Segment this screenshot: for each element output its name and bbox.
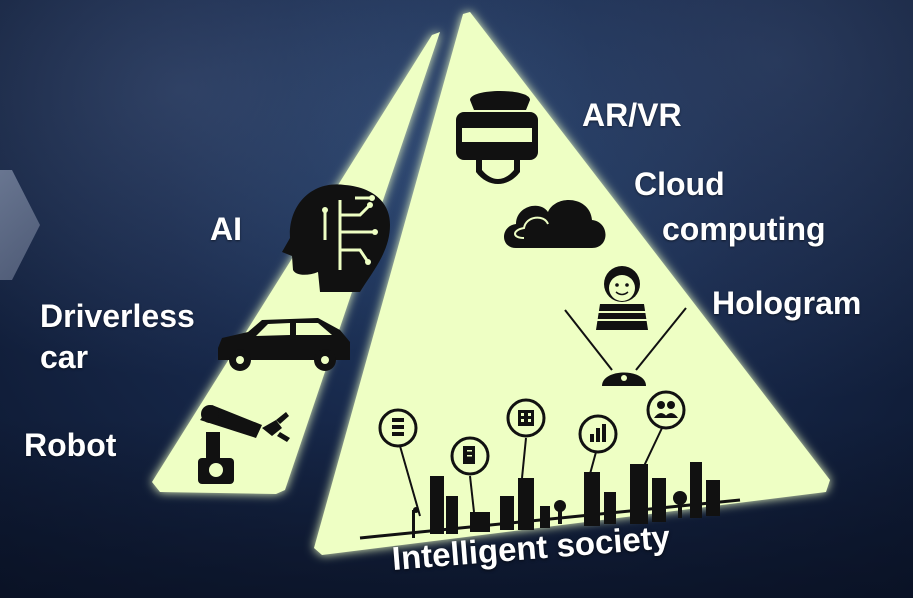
- car-icon: [218, 318, 350, 371]
- label-driverless-line1: Driverless: [40, 298, 195, 334]
- label-ai: AI: [210, 211, 242, 247]
- label-hologram: Hologram: [712, 285, 862, 321]
- label-cloud-line2: computing: [662, 211, 826, 247]
- hologram-icon: [564, 266, 687, 386]
- smart-city-icon: [359, 390, 741, 540]
- ai-head-icon: [282, 184, 390, 292]
- label-robot: Robot: [24, 427, 117, 463]
- label-cloud-line1: Cloud: [634, 166, 725, 202]
- large-triangle: [314, 12, 830, 555]
- robot-arm-icon: [198, 405, 290, 484]
- label-driverless-line2: car: [40, 339, 89, 375]
- cloud-icon: [504, 200, 606, 248]
- label-arvr: AR/VR: [582, 97, 682, 133]
- vr-headset-icon: [456, 91, 538, 184]
